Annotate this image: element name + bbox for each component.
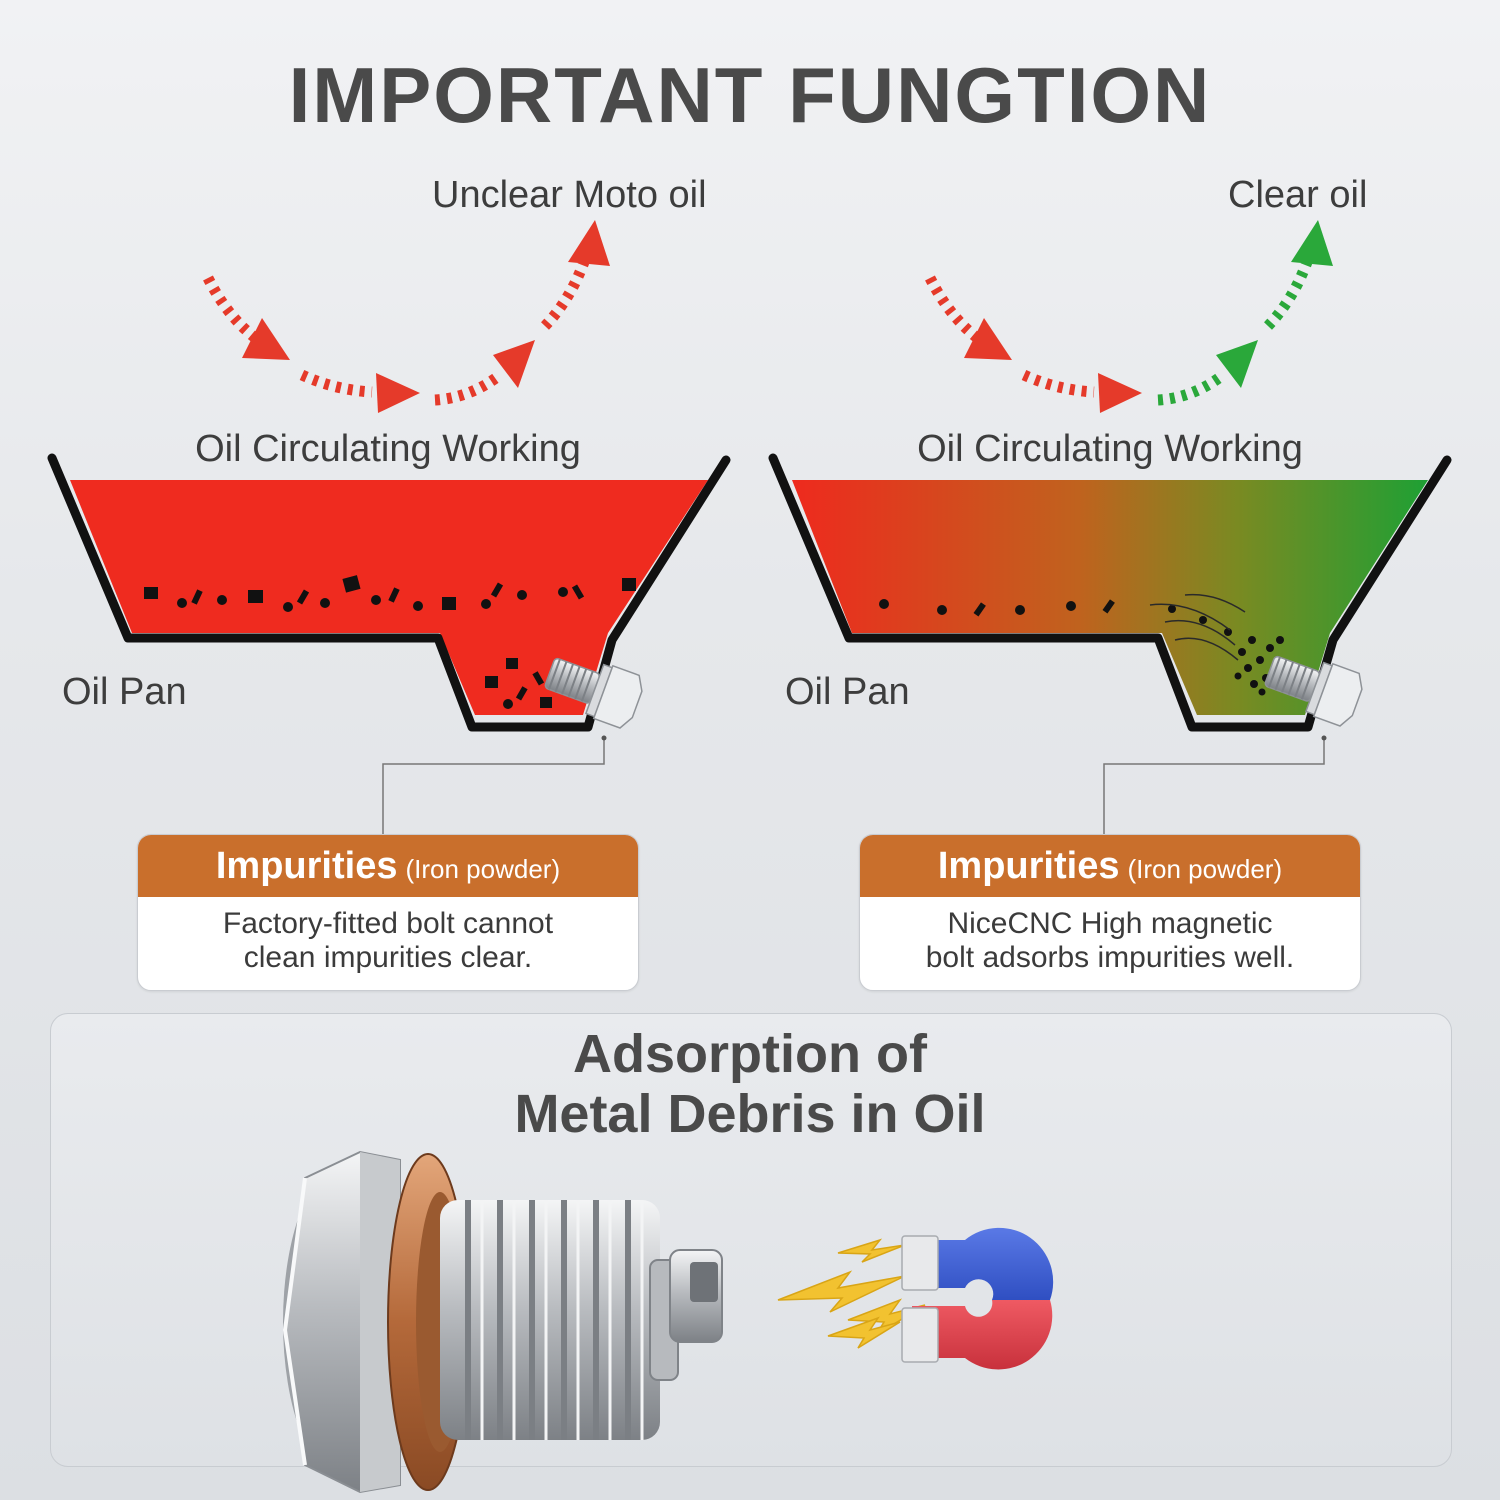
adsorption-title-line1: Adsorption of	[573, 1024, 927, 1084]
left-drain-bolt-icon	[544, 657, 643, 729]
left-pan-label: Oil Pan	[62, 671, 187, 713]
right-card-heading: Impurities	[937, 845, 1120, 887]
left-card-heading: Impurities	[215, 845, 398, 887]
right-drain-bolt-icon	[1264, 655, 1363, 727]
right-impurities-card: Impurities(Iron powder) NiceCNC High mag…	[859, 834, 1361, 991]
right-card-line2: bolt adsorbs impurities well.	[925, 941, 1295, 974]
right-card-body: NiceCNC High magnetic bolt adsorbs impur…	[860, 897, 1360, 975]
left-card-header: Impurities(Iron powder)	[138, 835, 638, 897]
right-oil-pan	[768, 220, 1452, 835]
right-debris	[879, 599, 1284, 696]
adsorption-title-line2: Metal Debris in Oil	[514, 1084, 986, 1144]
right-attraction-lines	[1149, 593, 1246, 661]
left-impurities-card: Impurities(Iron powder) Factory-fitted b…	[137, 834, 639, 991]
right-card-header: Impurities(Iron powder)	[860, 835, 1360, 897]
right-circulating-label: Oil Circulating Working	[917, 428, 1303, 470]
left-oil-pan	[47, 220, 731, 835]
left-flow-arrows-icon	[203, 220, 610, 413]
right-output-label: Clear oil	[1228, 174, 1368, 216]
right-card-line1: NiceCNC High magnetic	[947, 907, 1273, 940]
left-output-label: Unclear Moto oil	[432, 174, 707, 216]
left-card-line1: Factory-fitted bolt cannot	[222, 907, 554, 940]
left-card-line2: clean impurities clear.	[243, 941, 533, 974]
left-debris	[144, 575, 636, 709]
left-card-body: Factory-fitted bolt cannot clean impurit…	[138, 897, 638, 975]
right-pan-label: Oil Pan	[785, 671, 910, 713]
right-card-note: (Iron powder)	[1127, 854, 1283, 884]
page-title: IMPORTANT FUNGTION	[288, 51, 1212, 139]
left-card-note: (Iron powder)	[405, 854, 561, 884]
right-flow-arrows-icon	[925, 220, 1333, 413]
left-circulating-label: Oil Circulating Working	[195, 428, 581, 470]
adsorption-title: Adsorption of Metal Debris in Oil	[50, 1024, 1450, 1144]
